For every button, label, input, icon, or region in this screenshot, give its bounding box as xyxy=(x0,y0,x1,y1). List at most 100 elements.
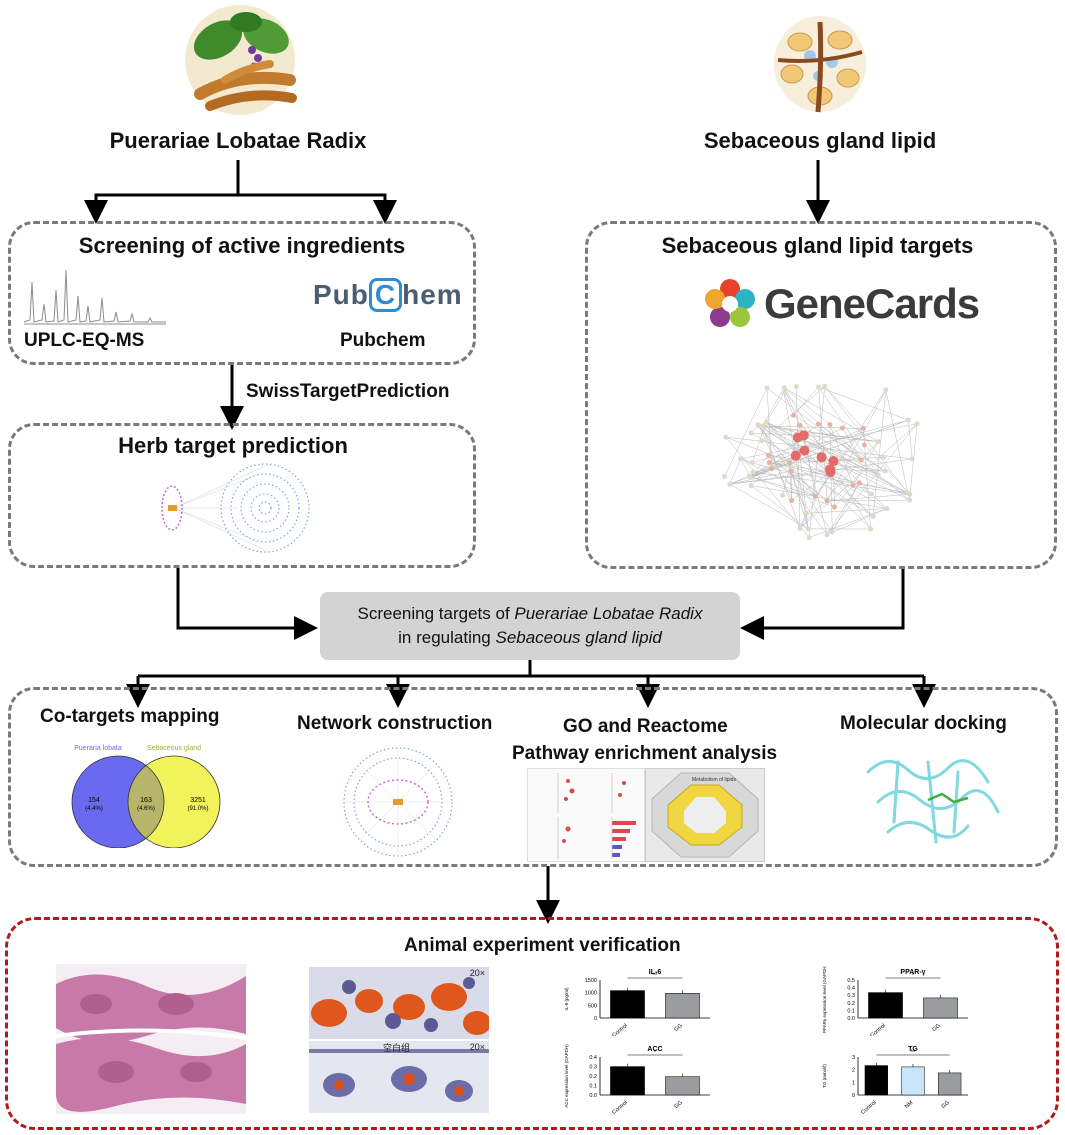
chart-tick-label: 0 xyxy=(852,1093,855,1099)
ppi-node xyxy=(850,482,856,488)
ppi-node xyxy=(827,422,833,428)
ppi-node xyxy=(914,421,920,427)
ppi-node xyxy=(815,421,821,427)
ppi-node xyxy=(790,450,801,461)
chart-tick-label: 1500 xyxy=(585,978,597,984)
venn-right-name: Sebaceous gland xyxy=(147,745,201,752)
ppi-node xyxy=(755,422,761,428)
pubchem-label: Pubchem xyxy=(340,330,426,351)
ppi-node xyxy=(766,460,772,466)
ppi-node xyxy=(723,434,729,440)
ppi-node xyxy=(824,498,830,504)
chart-ylabel: TG (mmol/l) xyxy=(822,1064,827,1088)
chart-tick-label: 0.1 xyxy=(589,1084,597,1090)
ppi-node xyxy=(738,456,744,462)
ppi-node xyxy=(793,384,799,390)
ppi-node xyxy=(781,385,787,391)
animal-experiment-title: Animal experiment verification xyxy=(404,935,681,956)
oil-red-top-mag: 20× xyxy=(469,968,485,978)
ppi-node xyxy=(727,481,733,487)
chart-title: PPAR-γ xyxy=(900,969,925,976)
chart-bar xyxy=(901,1066,925,1096)
ppi-node xyxy=(861,442,867,448)
molecular-docking-graphic xyxy=(866,759,1000,844)
screening-box xyxy=(8,221,476,365)
ppi-node xyxy=(806,535,812,541)
chart-tick-label: 0.1 xyxy=(847,1008,855,1014)
ppi-node xyxy=(763,420,769,426)
ppi-node xyxy=(868,526,874,532)
herb-target-box xyxy=(8,423,476,568)
chart-bar xyxy=(868,992,903,1019)
sebaceous-gland-illustration xyxy=(774,16,866,113)
chart-bar xyxy=(864,1065,888,1096)
venn-left-count: 154 xyxy=(88,797,100,804)
herb-target-title: Herb target prediction xyxy=(118,433,348,458)
chart-bar xyxy=(610,990,645,1019)
chart-ylabel: IL-6 (pg/ml) xyxy=(564,987,569,1011)
chart-bar xyxy=(665,993,700,1019)
ppi-node xyxy=(812,493,818,499)
ppi-node xyxy=(797,525,803,531)
chart-ylabel: ACC expression level (GAPDH) xyxy=(564,1044,569,1108)
go-dotplots xyxy=(557,773,636,859)
chart-sig-label: * xyxy=(912,973,915,979)
ppi-node xyxy=(856,480,862,486)
chart-sig-label: ** xyxy=(911,1050,916,1056)
ppi-node xyxy=(790,412,796,418)
docking-title: Molecular docking xyxy=(840,713,1007,734)
ppi-node xyxy=(825,464,836,475)
ppi-node xyxy=(759,438,765,444)
uplc-label: UPLC-EQ-MS xyxy=(24,330,145,351)
oil-red-stain-top: 20× xyxy=(309,967,489,1039)
chart-tick-label: 0.2 xyxy=(847,1001,855,1007)
chart-ylabel: PPARγ expression level (GAPDH) xyxy=(822,966,827,1033)
chart-tick-label: 3 xyxy=(852,1055,855,1061)
ppi-node xyxy=(828,456,839,467)
venn-overlap-pct: (4.6%) xyxy=(137,806,155,812)
chart-sig-label: * xyxy=(654,1050,657,1056)
ppi-node xyxy=(858,457,864,463)
oil-red-bottom-group: 空白组 xyxy=(383,1043,411,1053)
animal-experiment-box xyxy=(5,917,1059,1130)
chart-tick-label: 1000 xyxy=(585,991,597,997)
herb-target-network xyxy=(161,463,310,553)
ppi-node xyxy=(860,425,866,431)
chart-bar xyxy=(665,1076,700,1096)
ppi-node xyxy=(765,452,771,458)
chart-tick-label: 0.3 xyxy=(847,993,855,999)
reactome-map-graphic: Metabolism of lipids xyxy=(651,772,759,858)
genecards-mark xyxy=(705,279,755,327)
ppi-node xyxy=(907,491,913,497)
reactome-pathway-map: Metabolism of lipids xyxy=(645,768,765,862)
chart-bar xyxy=(610,1066,645,1096)
ppi-node xyxy=(875,439,881,445)
go-title-line1: GO and Reactome xyxy=(563,716,728,737)
cotargets-title: Co-targets mapping xyxy=(40,706,220,727)
chart-category-label: Control xyxy=(611,1100,628,1115)
ppi-node xyxy=(816,452,827,463)
chart-bar xyxy=(923,997,958,1019)
ppi-node xyxy=(905,417,911,423)
chart-tick-label: 0.2 xyxy=(589,1074,597,1080)
ppi-node xyxy=(881,454,887,460)
chart-sig-label: ** xyxy=(653,973,658,979)
chart-tick-label: 0.4 xyxy=(589,1055,597,1061)
ppi-node xyxy=(789,497,795,503)
ppi-node xyxy=(822,383,828,389)
chart-category-label: GG xyxy=(673,1023,683,1033)
ppi-node xyxy=(829,529,835,535)
ppi-node xyxy=(764,385,770,391)
chart-category-label: GG xyxy=(673,1100,683,1110)
chart-tick-label: 0.3 xyxy=(589,1065,597,1071)
ppi-node xyxy=(870,513,876,519)
chart-bar xyxy=(938,1072,962,1096)
chart-tick-label: 0.5 xyxy=(847,978,855,984)
ppi-node xyxy=(792,432,803,443)
center-line1-prefix: Screening targets of xyxy=(357,604,515,623)
ppi-node xyxy=(750,469,756,475)
chart-tick-label: 2 xyxy=(852,1068,855,1074)
